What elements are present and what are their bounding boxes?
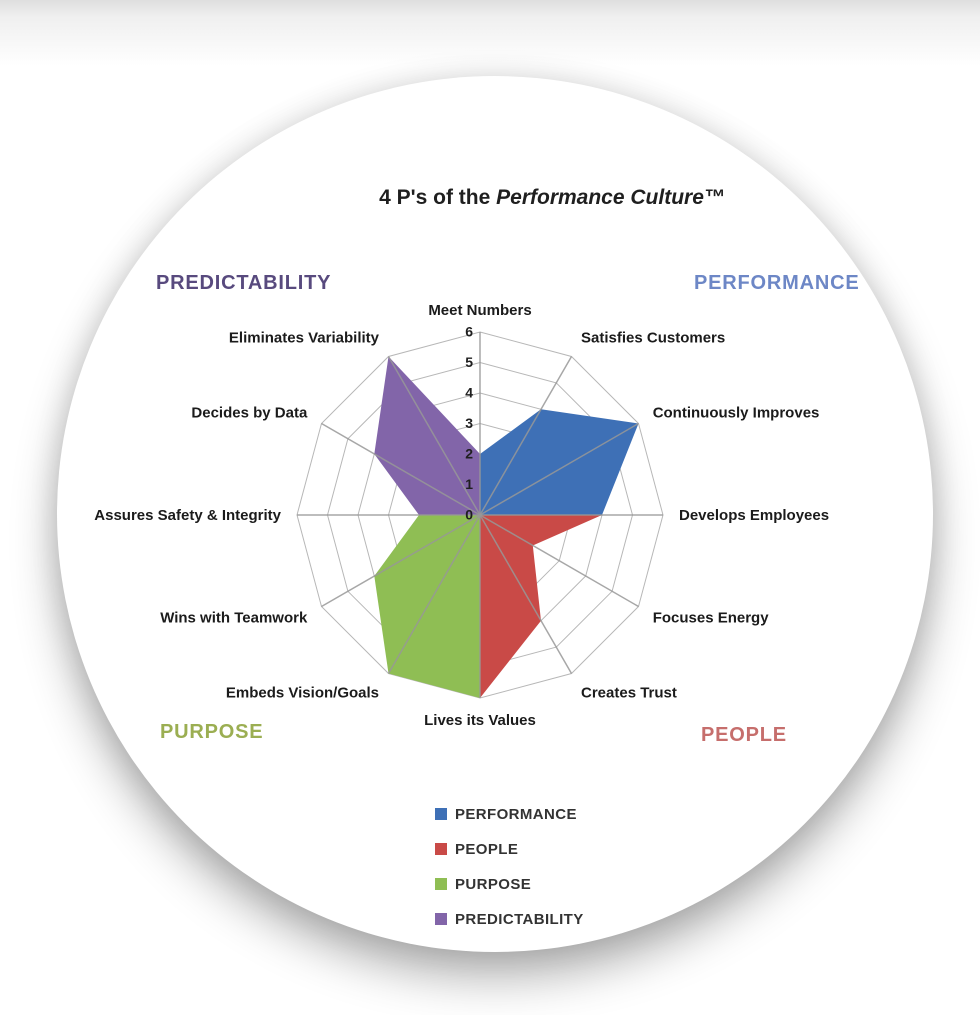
axis-spoke	[479, 356, 573, 516]
tick-label: 4	[465, 385, 473, 401]
axis-label: Embeds Vision/Goals	[226, 685, 379, 702]
axis-spoke	[321, 514, 481, 608]
tick-label: 1	[465, 476, 473, 492]
tick-label: 6	[465, 324, 473, 340]
legend-swatch-people	[435, 843, 447, 855]
axis-label: Creates Trust	[581, 685, 677, 702]
axis-label: Focuses Energy	[653, 610, 770, 627]
legend-label: PEOPLE	[455, 840, 519, 858]
axis-spoke	[479, 514, 573, 674]
quadrant-label-purpose: PURPOSE	[160, 721, 264, 743]
chart-title-prefix: 4 P's of the	[379, 186, 497, 209]
chart-title-italic: Performance Culture™	[496, 186, 725, 209]
series-area-predictability	[374, 356, 480, 515]
legend-item-people: PEOPLE	[435, 838, 584, 860]
legend-swatch-performance	[435, 808, 447, 820]
axis-label: Eliminates Variability	[229, 330, 380, 347]
series-area-performance	[480, 409, 639, 515]
quadrant-label-people: PEOPLE	[701, 724, 787, 746]
quadrant-label-predictability: PREDICTABILITY	[156, 272, 332, 294]
series-area-people	[480, 515, 602, 698]
legend-swatch-purpose	[435, 878, 447, 890]
axis-spoke	[387, 514, 481, 674]
axis-spoke	[479, 514, 639, 608]
chart-legend: PERFORMANCE PEOPLE PURPOSE PREDICTABILITY	[435, 803, 584, 930]
legend-item-purpose: PURPOSE	[435, 873, 584, 895]
axis-label: Lives its Values	[424, 712, 536, 729]
axis-spoke	[479, 422, 639, 516]
axis-label: Wins with Teamwork	[160, 610, 308, 627]
axis-label: Develops Employees	[679, 507, 829, 524]
quadrant-label-performance: PERFORMANCE	[694, 272, 860, 294]
axis-label: Meet Numbers	[428, 302, 531, 319]
tick-label: 0	[465, 507, 473, 523]
tick-label: 3	[465, 415, 473, 431]
legend-label: PURPOSE	[455, 875, 532, 893]
axis-label: Assures Safety & Integrity	[94, 507, 281, 524]
axis-label: Decides by Data	[191, 405, 308, 422]
axis-spoke	[321, 422, 481, 516]
axis-spoke	[387, 356, 481, 516]
legend-item-performance: PERFORMANCE	[435, 803, 584, 825]
chart-title: 4 P's of the Performance Culture™	[379, 186, 725, 210]
legend-label: PREDICTABILITY	[455, 910, 584, 928]
tick-label: 5	[465, 354, 473, 370]
legend-item-predictability: PREDICTABILITY	[435, 908, 584, 930]
tick-label: 2	[465, 446, 473, 462]
legend-label: PERFORMANCE	[455, 805, 577, 823]
legend-swatch-predictability	[435, 913, 447, 925]
axis-label: Continuously Improves	[653, 405, 820, 422]
axis-label: Satisfies Customers	[581, 330, 725, 347]
